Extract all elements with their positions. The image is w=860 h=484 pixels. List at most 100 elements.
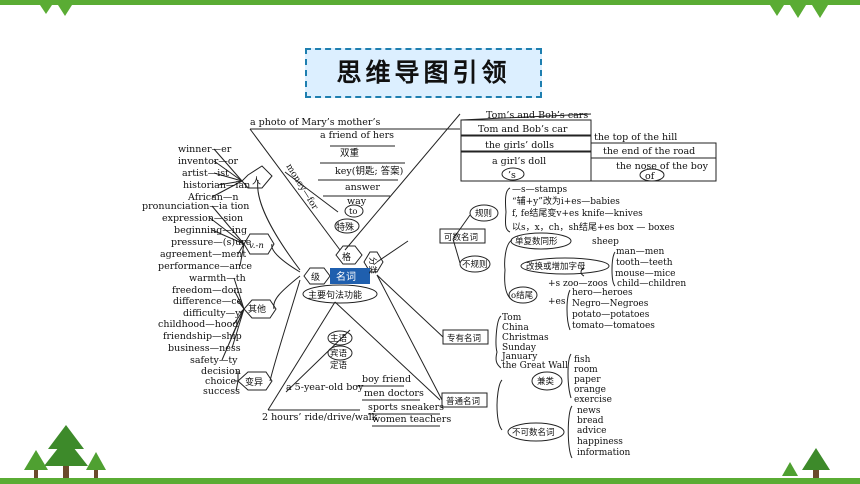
derivation-example: difficulty—y [183, 308, 241, 319]
derivation-label: 变异 [245, 376, 263, 388]
derivation-example: performance—ance [158, 261, 252, 272]
both-example: fish [574, 355, 591, 365]
derivation-example: winner—er [178, 144, 232, 155]
uncountable-example: information [577, 448, 631, 458]
possessive-example: answer [345, 182, 380, 193]
function-example: a 5-year-old boy [286, 382, 364, 393]
derivation-example: friendship—ship [163, 331, 242, 342]
derivation-example: success [203, 386, 240, 397]
derivation-label: 人 [252, 176, 261, 187]
derivation-example: pronunciation—ia tion [142, 201, 249, 212]
title-banner: 思维导图引领 [305, 48, 542, 98]
possessive-example: a friend of hers [320, 130, 394, 141]
irregular-example: hero—heroes [572, 288, 633, 298]
derivation-example: agreement—ment [160, 249, 246, 260]
possessive-example: Tom’s and Bob’s cars [486, 110, 588, 121]
possessive-example: the nose of the boy [616, 161, 709, 172]
irregular-example: tooth—teeth [616, 258, 673, 268]
irregular-example: Negro—Negroes [572, 299, 649, 309]
irregular-example: potato—potatoes [572, 310, 650, 320]
proper-example: Tom [502, 313, 522, 323]
irregular-example: +es [548, 297, 566, 307]
irregular-rule-label: o结尾 [511, 290, 534, 301]
pine-tree-icon [782, 448, 830, 478]
derivation-example: choice [205, 376, 237, 387]
function-role: 主语 [330, 333, 348, 344]
countable-label: 可数名词 [444, 232, 478, 243]
derivation-example: decision [201, 366, 241, 377]
page-title: 思维导图引领 [336, 58, 511, 87]
irregular-example: +s zoo—zoos [548, 279, 608, 289]
possessive-example: the top of the hill [594, 132, 677, 143]
derivation-label: 其他 [248, 303, 266, 315]
irregular-example: child—children [617, 279, 686, 289]
level-label: 级 [311, 271, 320, 283]
possessive-example: way [347, 196, 367, 207]
possessive-example: a girl’s doll [492, 156, 546, 167]
both-example: orange [574, 385, 606, 395]
both-example: paper [574, 375, 601, 385]
derivation-example: historian—ian [183, 180, 250, 191]
derivation-example: inventor—or [178, 156, 239, 167]
uncountable-example: bread [577, 416, 604, 426]
connector-lines [209, 113, 717, 459]
top-green-bar [0, 0, 860, 5]
triangle-decoration-icon [40, 5, 828, 18]
derivation-example: pressure—(s)ure [171, 237, 252, 248]
irregular-rule-label: 改换或增加字母 [526, 261, 586, 272]
uncountable-example: happiness [577, 437, 623, 447]
both-label: 兼类 [537, 376, 555, 387]
possessive-example: money—for [283, 162, 320, 212]
uncountable-example: advice [577, 426, 606, 436]
proper-label: 专有名词 [447, 333, 481, 344]
function-role: 定语 [330, 360, 348, 371]
possessive-label: ’s [508, 170, 516, 181]
possessive-label: of [645, 171, 656, 182]
irregular-example: man—men [616, 247, 665, 257]
function-example: sports sneakers [368, 402, 444, 413]
special-label: 特殊 [336, 221, 354, 233]
possessive-example: Tom and Bob’s car [478, 124, 568, 135]
proper-example: the Great Wall [502, 361, 568, 371]
both-example: room [574, 365, 598, 375]
derivation-example: African—n [187, 192, 239, 203]
possessive-example: the end of the road [603, 146, 695, 157]
irregular-rule-label: 单复数同形 [515, 236, 558, 247]
derivation-example: warmth—th [189, 273, 246, 284]
uncountable-label: 不可数名词 [512, 427, 555, 438]
derivation-example: expression—sion [162, 213, 243, 224]
regular-label: 规则 [475, 208, 492, 219]
function-example: 2 hours’ ride/drive/walk [262, 412, 378, 423]
derivation-example: business—ness [168, 343, 241, 354]
bottom-green-bar [0, 478, 860, 484]
function-example: boy friend [362, 374, 411, 385]
derivation-label: v.-n [249, 241, 264, 251]
function-example: women teachers [372, 414, 451, 425]
proper-example: Christmas [502, 333, 549, 343]
proper-example: January [501, 352, 538, 362]
pine-tree-icon [24, 425, 106, 478]
function-example: men doctors [364, 388, 424, 399]
function-role: 宾语 [330, 348, 348, 359]
irregular-label: 不规则 [462, 259, 488, 270]
derivation-example: freedom—dom [172, 285, 242, 296]
derivation-example: beginning—ing [174, 225, 247, 236]
uncountable-example: news [577, 406, 601, 416]
derivation-example: difference—ce [173, 296, 243, 307]
regular-rule: —s—stamps [512, 185, 568, 195]
irregular-example: mouse—mice [615, 269, 675, 279]
noun-center-box [330, 268, 370, 284]
derivation-example: safety—ty [190, 355, 238, 366]
grammar-label: 主要句法功能 [308, 289, 362, 301]
category-label: 分类 [367, 257, 378, 275]
proper-example: China [502, 323, 529, 333]
possessive-example: key(钥匙; 答案) [335, 165, 403, 177]
proper-example: Sunday [502, 343, 537, 353]
regular-rule: f, fe结尾变v+es knife—knives [512, 207, 643, 219]
derivation-example: artist—ist [182, 168, 229, 179]
both-example: exercise [574, 395, 612, 405]
possessive-label: 双重 [340, 147, 360, 159]
noun-label: 名词 [336, 270, 356, 283]
possessive-example: a photo of Mary’s mother’s [250, 117, 380, 128]
case-label: 格 [342, 251, 351, 263]
